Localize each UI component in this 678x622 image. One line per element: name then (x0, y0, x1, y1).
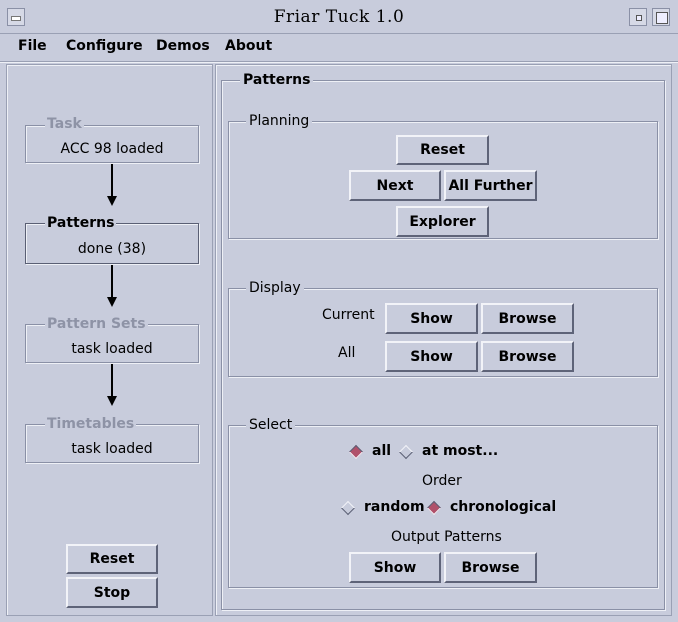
workflow-panel (6, 64, 213, 616)
patterns-panel-frame (221, 80, 665, 610)
workflow-reset-button[interactable]: Reset (66, 544, 158, 574)
menu-demos[interactable]: Demos (156, 38, 210, 54)
pattern-sets-step-status: task loaded (71, 341, 153, 357)
menu-about[interactable]: About (225, 38, 273, 54)
menu-bar: File Configure Demos About (0, 34, 678, 62)
output-browse-button[interactable]: Browse (444, 552, 537, 583)
output-patterns-label: Output Patterns (391, 529, 502, 545)
menu-file[interactable]: File (18, 38, 47, 54)
patterns-panel-title: Patterns (240, 72, 314, 88)
arrow-line (111, 364, 113, 396)
display-all-show-button[interactable]: Show (385, 341, 478, 372)
title-bar[interactable]: Friar Tuck 1.0 (0, 0, 678, 34)
window-title: Friar Tuck 1.0 (273, 7, 405, 27)
select-group (228, 425, 658, 588)
display-current-browse-button[interactable]: Browse (481, 303, 574, 334)
planning-group-title: Planning (246, 113, 313, 129)
minimize-icon[interactable] (629, 8, 647, 26)
planning-group (228, 121, 658, 239)
pattern-sets-step-title: Pattern Sets (45, 316, 148, 332)
radio-random-label[interactable]: random (364, 499, 425, 515)
workflow-stop-button[interactable]: Stop (66, 577, 158, 608)
display-all-label: All (338, 345, 356, 361)
menu-configure[interactable]: Configure (66, 38, 143, 54)
select-group-title: Select (246, 417, 296, 433)
patterns-panel (215, 64, 672, 616)
radio-all-label[interactable]: all (372, 443, 392, 459)
planning-next-button[interactable]: Next (349, 170, 441, 201)
task-step-title: Task (45, 116, 84, 132)
planning-all-further-button[interactable]: All Further (444, 170, 537, 201)
arrow-down-icon (107, 396, 117, 406)
arrow-line (111, 164, 113, 196)
display-group-title: Display (246, 280, 304, 296)
display-current-label: Current (322, 307, 375, 323)
timetables-step-status: task loaded (71, 441, 153, 457)
arrow-down-icon (107, 196, 117, 206)
display-group (228, 288, 658, 377)
patterns-step-title: Patterns (45, 215, 117, 231)
task-step-box (25, 125, 199, 163)
order-label: Order (422, 473, 462, 489)
radio-chronological-label[interactable]: chronological (450, 499, 557, 515)
window-menu-icon[interactable] (7, 8, 25, 26)
planning-reset-button[interactable]: Reset (396, 135, 489, 165)
task-step-status: ACC 98 loaded (60, 141, 164, 157)
maximize-icon[interactable] (652, 8, 670, 26)
timetables-step-title: Timetables (45, 416, 137, 432)
output-show-button[interactable]: Show (349, 552, 441, 583)
planning-explorer-button[interactable]: Explorer (396, 206, 489, 237)
patterns-step-status: done (38) (77, 241, 147, 257)
display-all-browse-button[interactable]: Browse (481, 341, 574, 372)
arrow-down-icon (107, 297, 117, 307)
arrow-line (111, 265, 113, 297)
radio-at-most-label[interactable]: at most... (422, 443, 499, 459)
display-current-show-button[interactable]: Show (385, 303, 478, 334)
